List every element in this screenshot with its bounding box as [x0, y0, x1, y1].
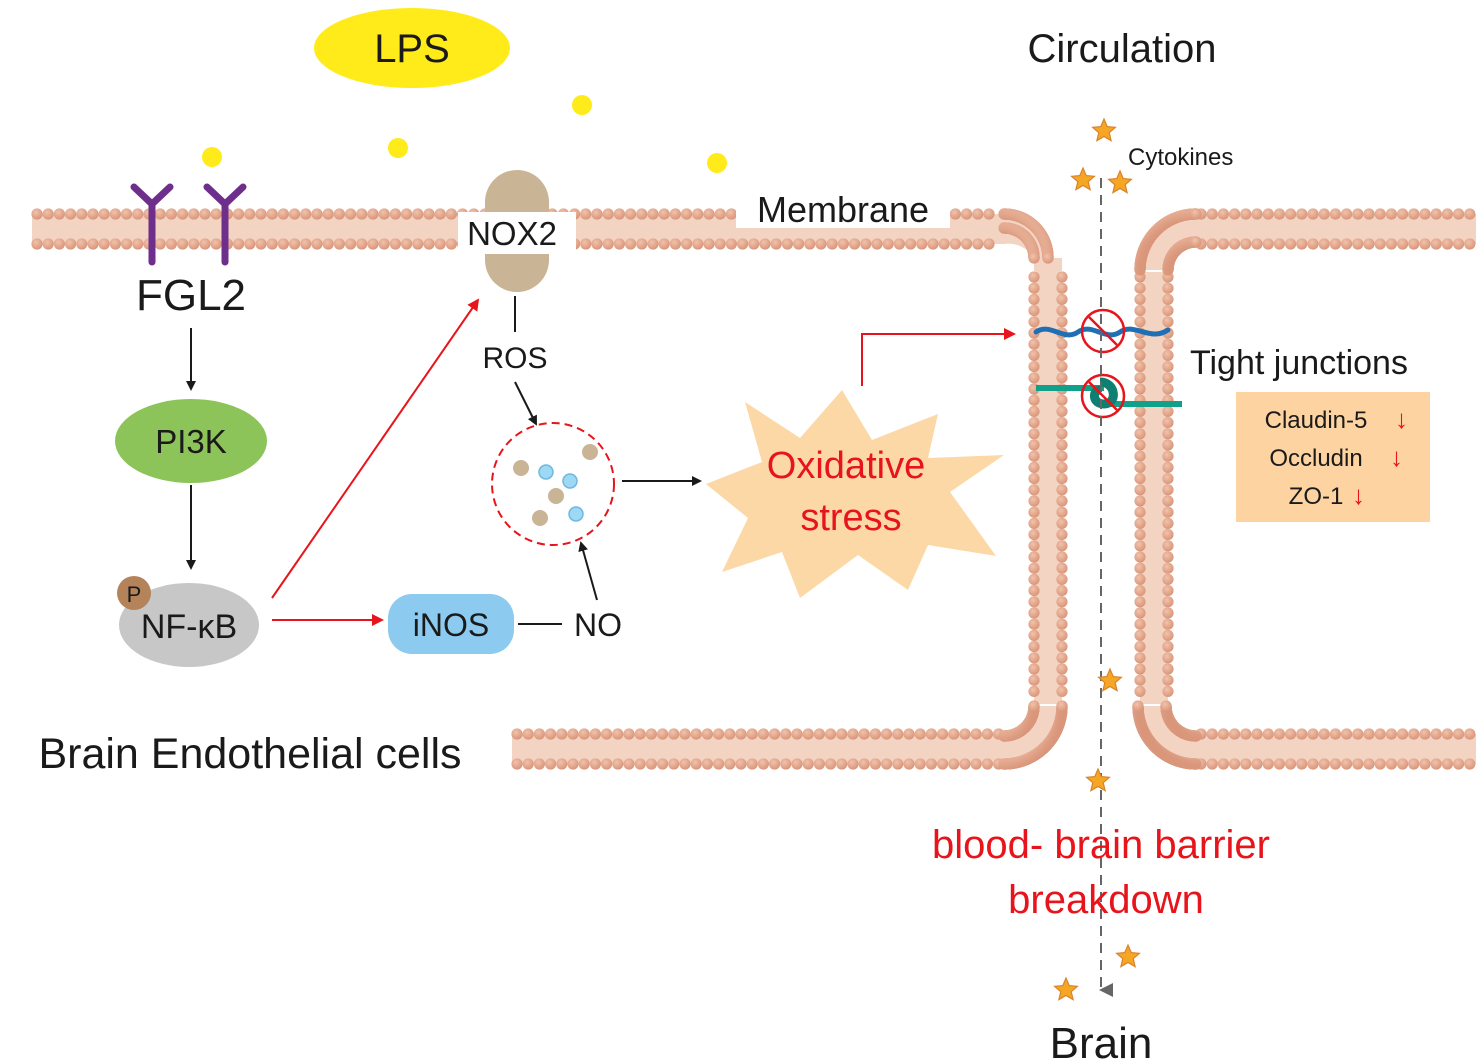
fgl2-label: FGL2: [136, 271, 246, 320]
cytokine-star-icon: [1085, 767, 1111, 792]
cytokine-star-icon: [1107, 169, 1133, 194]
zo1-down-arrow: ↓: [1352, 480, 1365, 510]
inos-box: [388, 594, 514, 654]
brain-label: Brain: [1050, 1019, 1153, 1062]
nox2-label: NOX2: [467, 215, 557, 252]
circulation-label: Circulation: [1028, 27, 1217, 71]
oxidative-stress-burst: [706, 390, 1004, 598]
fgl2-receptor-icon: [203, 183, 247, 266]
occludin-label: Occludin: [1269, 445, 1362, 472]
oxidative-label-1: Oxidative: [767, 445, 925, 487]
no-label: NO: [574, 607, 622, 643]
bbb-breakdown-label-2: breakdown: [1008, 878, 1204, 922]
membrane-label: Membrane: [757, 189, 929, 230]
arrow-no-pool: [578, 541, 598, 601]
fgl2-receptor-icon: [130, 183, 174, 266]
tight-junction-box: [1236, 392, 1430, 522]
blocked-icon: [1080, 308, 1126, 354]
cytokine-stars: [1053, 117, 1141, 1001]
zo1-label: ZO-1: [1289, 483, 1344, 510]
cytokine-star-icon: [1091, 117, 1117, 142]
phospho-icon: [117, 576, 151, 610]
cytokine-star-icon: [1097, 667, 1123, 692]
arrow-nfkb-nox2: [271, 298, 480, 599]
lps-label: LPS: [374, 27, 450, 71]
occludin-down-arrow: ↓: [1390, 442, 1403, 472]
ros-no-pool: [491, 422, 615, 546]
claudin-label: Claudin-5: [1265, 407, 1368, 434]
tight-junctions-label: Tight junctions: [1190, 344, 1408, 382]
brain-endothelial-cells-label: Brain Endothelial cells: [38, 730, 461, 778]
inos-label: iNOS: [413, 607, 489, 643]
pi3k-ellipse: [115, 399, 267, 483]
lps-particle: [388, 138, 408, 158]
oxidative-label-2: stress: [800, 497, 901, 539]
cytokine-star-icon: [1053, 976, 1079, 1001]
occludin-strand: [1036, 377, 1182, 409]
arrow-ros-pool: [514, 381, 537, 426]
nfkb-label: NF-κB: [141, 608, 237, 646]
lps-particle: [202, 147, 222, 167]
phospho-label: P: [127, 582, 142, 607]
cytokine-star-icon: [1115, 943, 1141, 968]
nfkb-ellipse: [119, 583, 259, 667]
ros-label: ROS: [482, 342, 547, 375]
bbb-breakdown-label-1: blood- brain barrier: [932, 823, 1270, 867]
pi3k-label: PI3K: [155, 423, 227, 460]
lps-particle: [572, 95, 592, 115]
lps-ellipse: [314, 8, 510, 88]
blocked-icon: [1080, 373, 1126, 419]
cytokine-star-icon: [1070, 166, 1096, 191]
cytokines-label: Cytokines: [1128, 144, 1233, 171]
lps-particle: [707, 153, 727, 173]
claudin-down-arrow: ↓: [1395, 404, 1408, 434]
arrow-stress-tj: [861, 328, 1016, 386]
